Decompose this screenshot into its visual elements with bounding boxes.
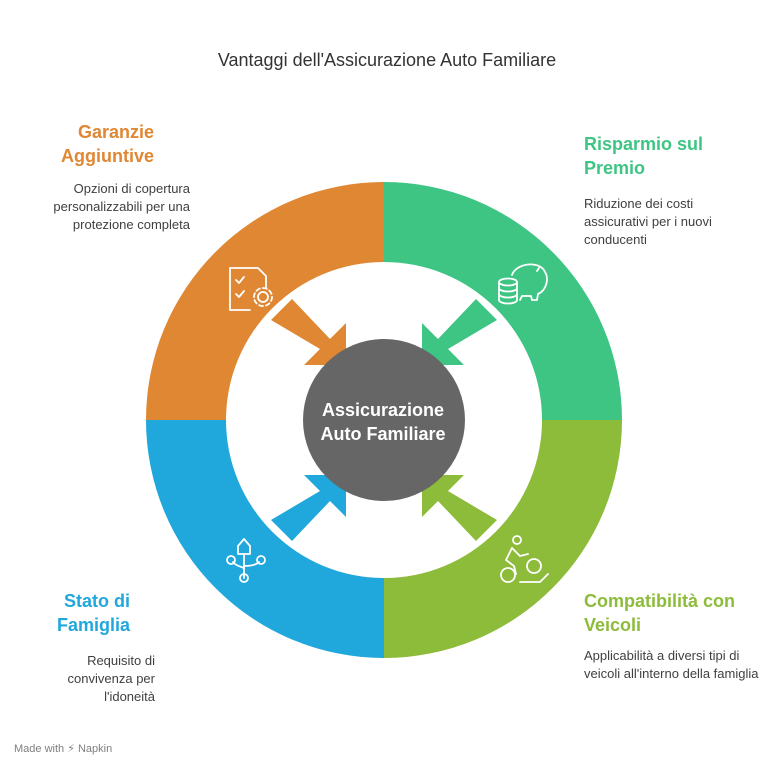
segment-top-right [384,182,622,420]
arrow-bottom-right [422,475,497,541]
heading-garanzie-aggiuntive: Garanzie Aggiuntive [61,122,154,166]
description-garanzie-aggiuntive: Opzioni di copertura personalizzabili pe… [53,181,190,232]
piggy-bank-coins-icon [498,263,548,305]
arrow-top-left [271,299,346,365]
cyclist-icon [500,535,549,583]
diagram-title: Vantaggi dell'Assicurazione Auto Familia… [217,50,557,70]
segment-bottom-right [384,420,622,658]
description-risparmio-premio: Riduzione dei costi assicurativi per i n… [584,196,712,247]
heading-stato-famiglia: Stato di Famiglia [56,591,130,635]
center-hub [303,339,465,501]
family-tree-icon [226,538,266,583]
napkin-watermark: Made with ⚡ Napkin [14,743,113,755]
center-label: Assicurazione Auto Familiare [320,400,446,444]
heading-risparmio-premio: Risparmio sul Premio [584,134,704,178]
checklist-gear-icon [229,267,273,311]
arrow-bottom-left [271,475,346,541]
segment-bottom-left [146,420,384,658]
heading-compatibilita-veicoli: Compatibilità con Veicoli [584,591,736,635]
description-stato-famiglia: Requisito di convivenza per l'idoneità [67,653,155,704]
description-compatibilita-veicoli: Applicabilità a diversi tipi di veicoli … [584,648,759,681]
arrow-top-right [422,299,497,365]
